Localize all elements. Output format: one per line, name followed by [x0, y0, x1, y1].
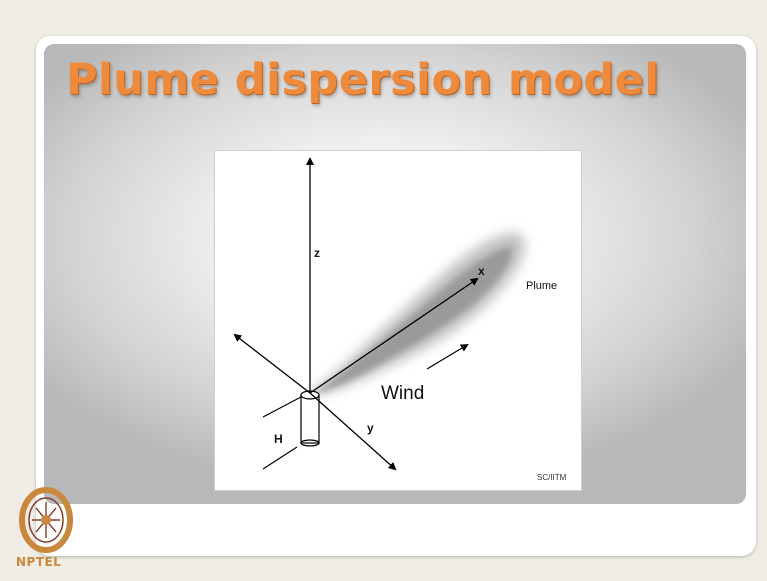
slide-title: Plume dispersion model [66, 55, 660, 105]
negative-y-axis [233, 333, 311, 394]
wind-arrow-icon [426, 343, 469, 370]
plume-diagram-graphic [233, 157, 525, 471]
nptel-logo-text: NPTEL [16, 555, 62, 569]
h-marker-top [262, 396, 302, 418]
x-axis-label: x [478, 264, 485, 278]
y-axis [309, 392, 397, 471]
z-axis-label: z [314, 246, 320, 260]
y-axis-label: y [367, 421, 374, 435]
image-credit: SC/IITM [537, 473, 567, 482]
x-axis [309, 277, 479, 394]
h-marker-bottom [262, 446, 298, 470]
nptel-logo-icon [19, 487, 73, 553]
h-label: H [274, 432, 283, 446]
plume-label: Plume [526, 280, 558, 292]
wind-label: Wind [381, 383, 425, 404]
plume-diagram: z x y H Wind Plume SC/IITM [214, 150, 582, 491]
